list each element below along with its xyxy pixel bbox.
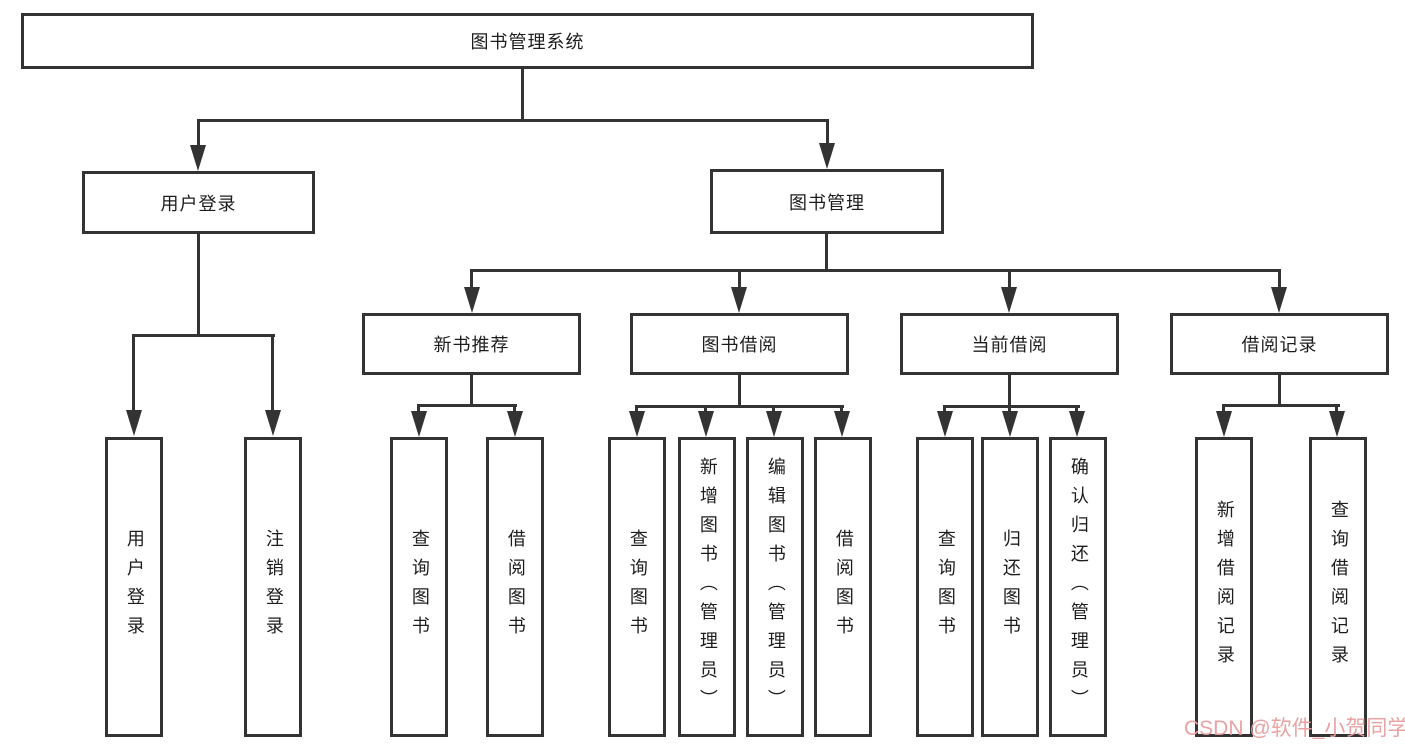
arrow-down-icon — [265, 410, 281, 436]
leaf-add-borrow-record: 新增借阅记录 — [1195, 437, 1253, 737]
arrow-down-icon — [937, 411, 953, 437]
connector-line — [1075, 405, 1078, 414]
leaf-query-books-borrowing: 查询图书 — [608, 437, 666, 737]
connector-line — [943, 405, 1080, 408]
connector-line — [470, 269, 1281, 272]
node-current-borrowing: 当前借阅 — [900, 313, 1119, 375]
leaf-label: 查询图书 — [627, 529, 648, 645]
node-book-management: 图书管理 — [710, 169, 944, 234]
arrow-down-icon — [1271, 287, 1287, 313]
connector-line — [635, 405, 844, 408]
connector-line — [197, 234, 200, 336]
leaf-edit-book-admin: 编辑图书（管理员） — [746, 437, 804, 737]
arrow-down-icon — [1001, 287, 1017, 313]
leaf-label: 注销登录 — [263, 529, 284, 645]
leaf-query-borrow-record: 查询借阅记录 — [1309, 437, 1367, 737]
connector-line — [513, 404, 516, 414]
leaf-label: 借阅图书 — [505, 529, 526, 645]
connector-line — [1008, 269, 1011, 291]
leaf-query-books-recommend: 查询图书 — [390, 437, 448, 737]
connector-line — [1222, 404, 1225, 414]
connector-line — [132, 334, 135, 412]
connector-line — [1008, 375, 1011, 407]
arrow-down-icon — [1069, 411, 1085, 437]
node-borrowing-records: 借阅记录 — [1170, 313, 1389, 375]
arrow-down-icon — [126, 410, 142, 436]
connector-line — [704, 405, 707, 414]
connector-line — [840, 405, 843, 414]
connector-line — [825, 234, 828, 271]
arrow-down-icon — [629, 411, 645, 437]
connector-line — [738, 375, 741, 407]
arrow-down-icon — [834, 411, 850, 437]
node-library-management-system: 图书管理系统 — [21, 13, 1034, 69]
connector-line — [1008, 405, 1011, 414]
arrow-down-icon — [766, 411, 782, 437]
arrow-down-icon — [411, 411, 427, 437]
node-book-borrowing: 图书借阅 — [630, 313, 849, 375]
leaf-label: 归还图书 — [1000, 529, 1021, 645]
connector-line — [521, 69, 524, 121]
leaf-borrow-books: 借阅图书 — [814, 437, 872, 737]
arrow-down-icon — [507, 411, 523, 437]
leaf-query-books-current: 查询图书 — [916, 437, 974, 737]
connector-line — [271, 334, 274, 412]
connector-line — [943, 405, 946, 414]
leaf-label: 借阅图书 — [833, 529, 854, 645]
node-new-book-recommendation: 新书推荐 — [362, 313, 581, 375]
connector-line — [1278, 269, 1281, 291]
leaf-label: 编辑图书（管理员） — [765, 456, 786, 718]
connector-line — [470, 269, 473, 291]
connector-line — [470, 375, 473, 406]
leaf-logout: 注销登录 — [244, 437, 302, 737]
connector-line — [826, 119, 829, 147]
leaf-user-login: 用户登录 — [105, 437, 163, 737]
leaf-label: 查询图书 — [409, 529, 430, 645]
connector-line — [417, 404, 517, 407]
node-user-login: 用户登录 — [82, 171, 315, 234]
connector-line — [1222, 404, 1340, 407]
connector-line — [132, 334, 275, 337]
connector-line — [417, 404, 420, 414]
leaf-borrow-books-recommend: 借阅图书 — [486, 437, 544, 737]
arrow-down-icon — [698, 411, 714, 437]
connector-line — [738, 269, 741, 291]
leaf-confirm-return-admin: 确认归还（管理员） — [1049, 437, 1107, 737]
leaf-label: 用户登录 — [124, 529, 145, 645]
connector-line — [635, 405, 638, 414]
leaf-label: 查询借阅记录 — [1328, 500, 1349, 674]
leaf-label: 确认归还（管理员） — [1068, 456, 1089, 718]
csdn-watermark: CSDN @软件_小贺同学 — [1184, 717, 1405, 740]
connector-line — [1278, 375, 1281, 406]
leaf-add-book-admin: 新增图书（管理员） — [678, 437, 736, 737]
arrow-down-icon — [819, 143, 835, 169]
arrow-down-icon — [731, 287, 747, 313]
connector-line — [197, 119, 829, 122]
leaf-return-book: 归还图书 — [981, 437, 1039, 737]
arrow-down-icon — [464, 287, 480, 313]
connector-line — [1335, 404, 1338, 414]
leaf-label: 新增借阅记录 — [1214, 500, 1235, 674]
arrow-down-icon — [190, 145, 206, 171]
leaf-label: 查询图书 — [935, 529, 956, 645]
arrow-down-icon — [1002, 411, 1018, 437]
connector-line — [197, 119, 200, 149]
connector-line — [772, 405, 775, 414]
leaf-label: 新增图书（管理员） — [697, 456, 718, 718]
arrow-down-icon — [1216, 411, 1232, 437]
arrow-down-icon — [1329, 411, 1345, 437]
